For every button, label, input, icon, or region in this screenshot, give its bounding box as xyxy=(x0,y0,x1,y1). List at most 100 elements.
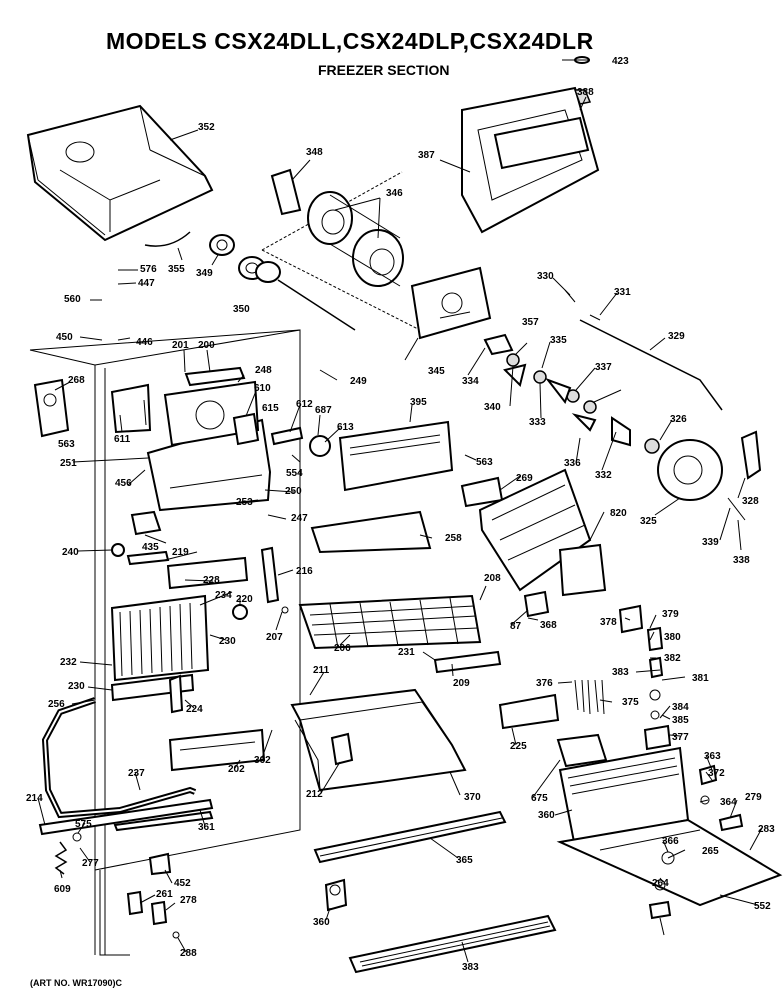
wire-harness-drawing xyxy=(574,679,605,715)
part-label: 249 xyxy=(350,376,367,387)
part-label: 87 xyxy=(510,621,522,632)
spring-drawing xyxy=(54,832,82,875)
leader-lines xyxy=(37,59,763,963)
part-label: 230 xyxy=(68,681,85,692)
part-label: 365 xyxy=(456,855,473,866)
part-label: 212 xyxy=(306,789,323,800)
part-label: 332 xyxy=(595,470,612,481)
part-label: 333 xyxy=(529,417,546,428)
part-label: 256 xyxy=(48,699,65,710)
part-label: 388 xyxy=(577,87,594,98)
bottom-small-parts-drawing xyxy=(126,852,180,939)
part-label: 613 xyxy=(337,422,354,433)
roller-drawing xyxy=(324,878,348,912)
part-label: 352 xyxy=(198,122,215,133)
part-label: 372 xyxy=(708,768,725,779)
ice-maker-drawing xyxy=(460,468,607,597)
part-label: 615 xyxy=(262,403,279,414)
part-label: 338 xyxy=(733,555,750,566)
grille-drawing xyxy=(348,914,557,974)
part-label: 330 xyxy=(537,271,554,282)
part-label: 364 xyxy=(720,797,737,808)
part-label: 554 xyxy=(286,468,303,479)
part-label: 261 xyxy=(156,889,173,900)
part-label: 376 xyxy=(536,678,553,689)
section-subtitle: FREEZER SECTION xyxy=(318,62,450,78)
part-label: 325 xyxy=(640,516,657,527)
part-label: 610 xyxy=(254,383,271,394)
part-label: 383 xyxy=(612,667,629,678)
part-label: 224 xyxy=(186,704,203,715)
part-label: 560 xyxy=(64,294,81,305)
part-labels: 423 388 387 352 348 346 576 447 349 355 … xyxy=(26,56,775,973)
part-label: 339 xyxy=(702,537,719,548)
part-label: 283 xyxy=(758,824,775,835)
drive-motor-drawing xyxy=(644,430,762,521)
part-label: 346 xyxy=(386,188,403,199)
part-label: 268 xyxy=(68,375,85,386)
clip-bracket-drawing xyxy=(33,378,70,438)
part-label: 240 xyxy=(62,547,79,558)
fan-assembly-drawing xyxy=(270,168,404,287)
part-label: 349 xyxy=(196,268,213,279)
part-label: 277 xyxy=(82,858,99,869)
part-label: 207 xyxy=(266,632,283,643)
part-label: 675 xyxy=(531,793,548,804)
part-label: 334 xyxy=(462,376,479,387)
part-label: 202 xyxy=(228,764,245,775)
part-label: 357 xyxy=(522,317,539,328)
part-label: 340 xyxy=(484,402,501,413)
ice-bucket-drawing xyxy=(26,104,214,247)
part-label: 575 xyxy=(75,819,92,830)
page-title: MODELS CSX24DLL,CSX24DLP,CSX24DLR xyxy=(106,28,594,54)
part-label: 447 xyxy=(138,278,155,289)
back-panel-drawing xyxy=(168,728,266,772)
part-label: 423 xyxy=(612,56,629,67)
part-label: 250 xyxy=(285,486,302,497)
part-label: 216 xyxy=(296,566,313,577)
part-label: 450 xyxy=(56,332,73,343)
part-label: 206 xyxy=(334,643,351,654)
part-label: 612 xyxy=(296,399,313,410)
part-label: 258 xyxy=(445,533,462,544)
part-label: 269 xyxy=(516,473,533,484)
part-label: 251 xyxy=(60,458,77,469)
part-label: 377 xyxy=(672,732,689,743)
part-label: 232 xyxy=(60,657,77,668)
part-label: 279 xyxy=(745,792,762,803)
part-label: 331 xyxy=(614,287,631,298)
cam-linkage-drawing xyxy=(483,333,631,447)
part-label: 375 xyxy=(622,697,639,708)
part-label: 288 xyxy=(180,948,197,959)
part-label: 563 xyxy=(476,457,493,468)
part-label: 368 xyxy=(540,620,557,631)
part-label: 576 xyxy=(140,264,157,275)
part-label: 329 xyxy=(668,331,685,342)
part-label: 609 xyxy=(54,884,71,895)
evaporator-coil-drawing xyxy=(110,556,249,714)
part-label: 378 xyxy=(600,617,617,628)
door-panel-drawing xyxy=(461,56,600,234)
light-socket-drawing xyxy=(111,510,170,566)
cover-panel-drawing xyxy=(310,420,454,554)
support-post-drawing xyxy=(260,546,289,614)
drain-heater-drawing xyxy=(41,697,197,819)
part-label: 456 xyxy=(115,478,132,489)
part-label: 362 xyxy=(254,755,271,766)
auger-drawing xyxy=(209,171,421,331)
part-label: 345 xyxy=(428,366,445,377)
part-label: 201 xyxy=(172,340,189,351)
part-label: 395 xyxy=(410,397,427,408)
part-label: 381 xyxy=(692,673,709,684)
part-label: 337 xyxy=(595,362,612,373)
part-label: 278 xyxy=(180,895,197,906)
part-label: 360 xyxy=(538,810,555,821)
part-label: 382 xyxy=(664,653,681,664)
part-label: 230 xyxy=(219,636,236,647)
part-label: 335 xyxy=(550,335,567,346)
part-label: 385 xyxy=(672,715,689,726)
part-label: 336 xyxy=(564,458,581,469)
part-label: 248 xyxy=(255,365,272,376)
art-number: (ART NO. WR17090)C xyxy=(30,978,123,988)
